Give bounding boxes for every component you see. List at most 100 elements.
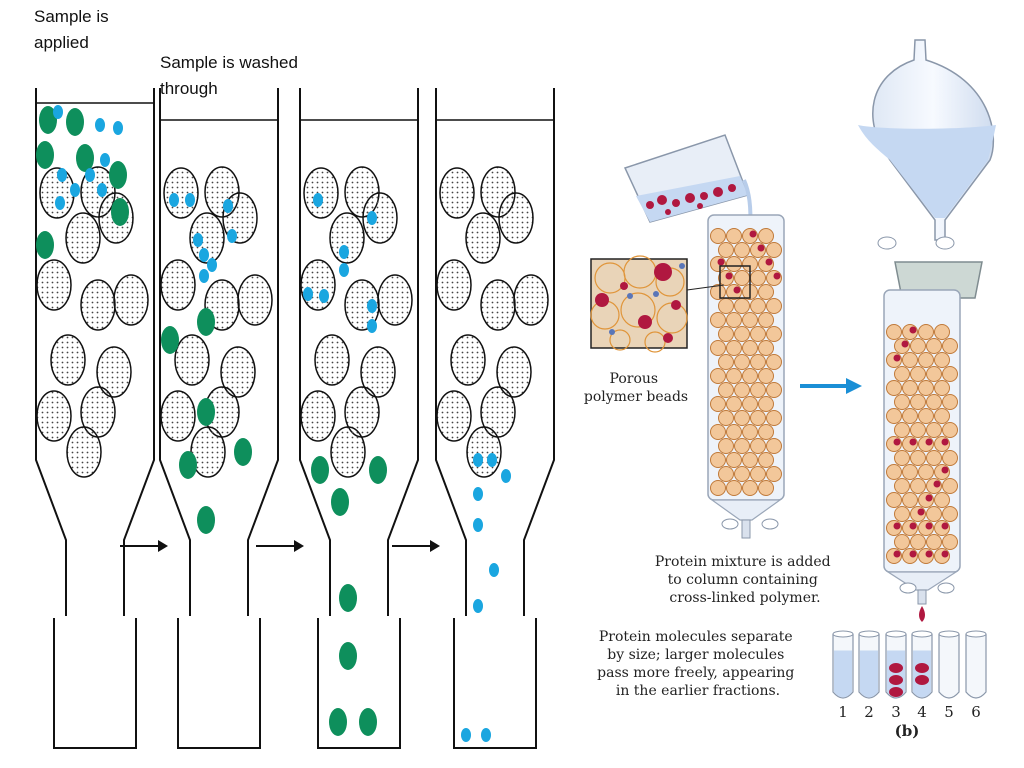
- polymer-bead: [766, 410, 782, 426]
- polymer-bead: [734, 410, 750, 426]
- protein-molecule: [933, 480, 941, 488]
- large-molecule: [197, 506, 215, 534]
- polymer-bead: [910, 450, 926, 466]
- label-separate-by-size: Protein molecules separate by size; larg…: [597, 629, 799, 699]
- large-molecule: [339, 584, 357, 612]
- small-molecule: [185, 193, 195, 207]
- small-molecule: [95, 118, 105, 132]
- polymer-bead: [894, 478, 910, 494]
- polymer-bead: [902, 380, 918, 396]
- column-left: [707, 214, 785, 539]
- protein-molecule: [893, 438, 901, 446]
- polymer-bead: [750, 298, 766, 314]
- polymer-bead: [766, 466, 782, 482]
- stopcock-icon: [721, 518, 739, 530]
- polymer-bead: [718, 410, 734, 426]
- polymer-bead: [718, 242, 734, 258]
- large-molecule: [311, 456, 329, 484]
- polymer-bead: [926, 506, 942, 522]
- porous-bead: [513, 274, 549, 326]
- protein-molecule: [749, 230, 757, 238]
- large-molecule: [369, 456, 387, 484]
- small-molecule: [85, 168, 95, 182]
- small-molecule: [487, 453, 497, 467]
- large-molecule: [66, 108, 84, 136]
- protein-molecule: [757, 244, 765, 252]
- left-panel: Sample is applied Sample is washed throu…: [34, 7, 555, 749]
- small-molecule: [207, 258, 217, 272]
- polymer-bead: [758, 424, 774, 440]
- polymer-bead: [918, 324, 934, 340]
- polymer-bead: [942, 450, 958, 466]
- polymer-bead: [886, 408, 902, 424]
- polymer-bead: [726, 480, 742, 496]
- small-molecule: [473, 487, 483, 501]
- molecules: [36, 105, 511, 742]
- polymer-bead: [758, 396, 774, 412]
- polymer-bead: [910, 394, 926, 410]
- small-molecule: [319, 289, 329, 303]
- tube-number: 2: [864, 703, 874, 721]
- polymer-bead: [910, 478, 926, 494]
- polymer-bead: [886, 464, 902, 480]
- protein-molecule: [915, 663, 929, 673]
- porous-bead: [303, 167, 339, 219]
- polymer-bead: [934, 492, 950, 508]
- polymer-bead: [894, 394, 910, 410]
- polymer-bead: [766, 382, 782, 398]
- polymer-bead: [766, 438, 782, 454]
- polymer-bead: [902, 408, 918, 424]
- polymer-bead: [758, 452, 774, 468]
- small-molecule: [481, 728, 491, 742]
- protein-molecule: [941, 466, 949, 474]
- large-molecule: [197, 398, 215, 426]
- polymer-bead: [758, 480, 774, 496]
- columns: [35, 88, 555, 749]
- polymer-bead: [766, 326, 782, 342]
- porous-bead: [50, 334, 86, 386]
- small-molecule: [223, 199, 233, 213]
- label-sample-washed: Sample is washed through: [160, 53, 303, 98]
- small-molecule: [53, 105, 63, 119]
- large-molecule: [179, 451, 197, 479]
- small-molecule: [473, 599, 483, 613]
- protein-molecule: [909, 522, 917, 530]
- polymer-bead: [926, 450, 942, 466]
- polymer-bead: [918, 408, 934, 424]
- right-panel: Porous polymer beads Protein mi: [584, 39, 996, 740]
- polymer-bead: [726, 228, 742, 244]
- protein-molecule: [893, 522, 901, 530]
- polymer-bead: [926, 422, 942, 438]
- protein-molecule: [925, 494, 933, 502]
- polymer-bead: [726, 256, 742, 272]
- protein-molecule: [725, 272, 733, 280]
- polymer-bead: [750, 438, 766, 454]
- protein-molecule: [889, 675, 903, 685]
- polymer-bead: [718, 438, 734, 454]
- protein-molecule: [909, 550, 917, 558]
- small-molecule: [113, 121, 123, 135]
- porous-bead: [65, 212, 101, 264]
- fraction-tube-5: 5: [938, 630, 960, 721]
- polymer-bead: [934, 380, 950, 396]
- protein-molecule: [941, 438, 949, 446]
- polymer-bead: [710, 284, 726, 300]
- large-molecule: [111, 198, 129, 226]
- polymer-bead: [910, 422, 926, 438]
- polymer-bead: [902, 464, 918, 480]
- polymer-bead: [902, 352, 918, 368]
- polymer-bead: [910, 366, 926, 382]
- label-porous-beads: Porous polymer beads: [584, 371, 688, 405]
- polymer-bead: [726, 312, 742, 328]
- porous-bead: [436, 390, 472, 442]
- polymer-bead: [726, 452, 742, 468]
- porous-bead: [39, 167, 75, 219]
- porous-bead: [237, 274, 273, 326]
- polymer-bead: [742, 312, 758, 328]
- polymer-bead: [894, 450, 910, 466]
- protein-molecule: [909, 326, 917, 334]
- small-molecule: [55, 196, 65, 210]
- large-molecule: [36, 231, 54, 259]
- small-molecule: [367, 211, 377, 225]
